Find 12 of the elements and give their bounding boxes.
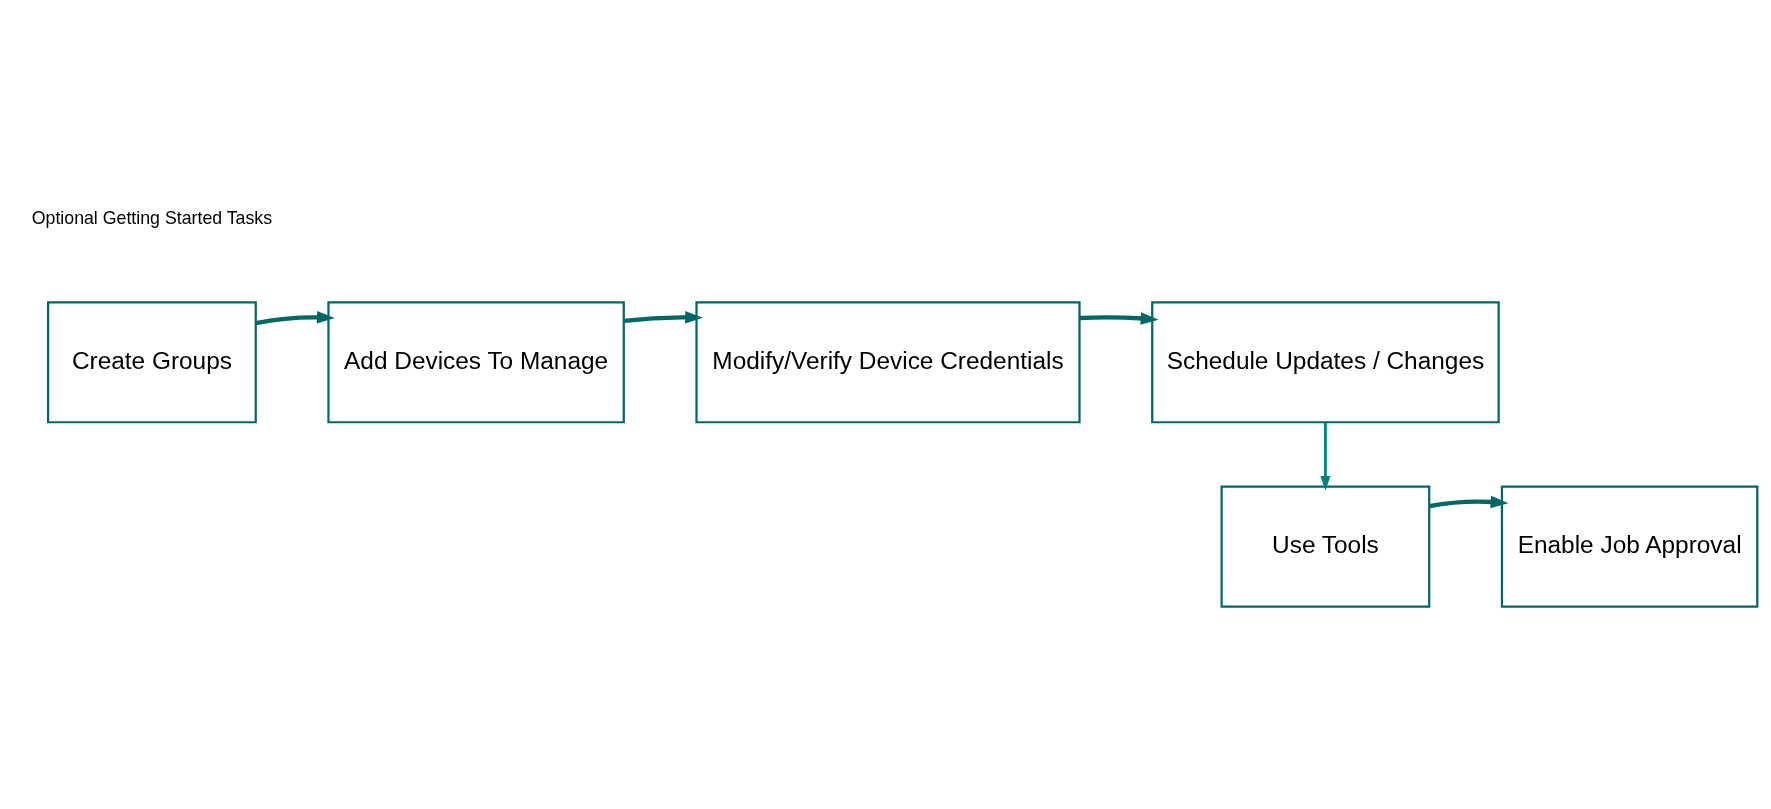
node-box: Schedule Updates / Changes — [1151, 301, 1500, 424]
label: Optional Getting Started Tasks — [31, 208, 273, 229]
arrow — [255, 311, 335, 326]
arrow — [1320, 422, 1331, 491]
arrow — [623, 311, 703, 324]
node-box: Enable Job Approval — [1500, 485, 1759, 608]
node-box: Create Groups — [47, 301, 257, 424]
node-box: Modify/Verify Device Credentials — [695, 301, 1081, 424]
arrow — [1079, 312, 1159, 325]
node-box: Add Devices To Manage — [327, 301, 625, 424]
arrow — [1429, 495, 1509, 509]
node-box: Use Tools — [1220, 485, 1431, 608]
